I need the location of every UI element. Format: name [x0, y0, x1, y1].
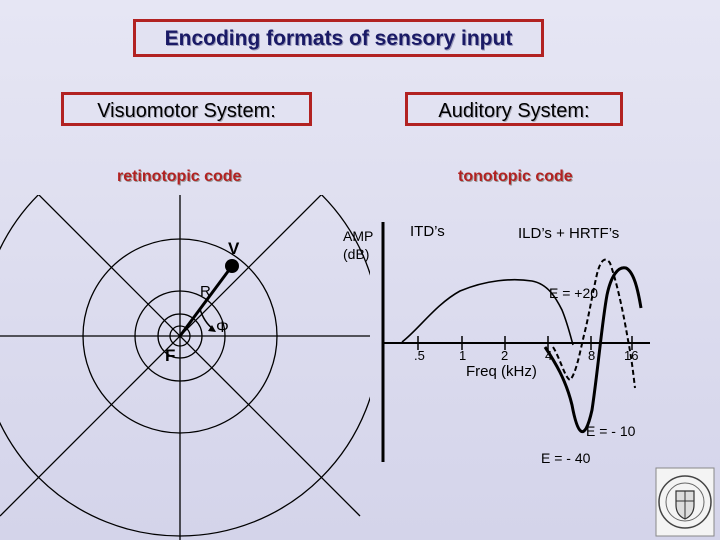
freq-tick-label-3: 4	[545, 348, 552, 363]
curve-label-minus10: E = - 10	[586, 423, 636, 439]
amp-label: AMP	[343, 228, 373, 244]
phi-arrowhead	[208, 325, 216, 332]
title-box: Encoding formats of sensory input	[133, 19, 544, 57]
university-seal-icon	[655, 467, 715, 537]
r-vector	[178, 265, 234, 337]
polar-ring-5	[0, 195, 370, 537]
tonotopic-diagram: .5 1 2 4 8 16 AMP (dB) ITD’s ILD’s + HRT…	[343, 222, 650, 466]
visuomotor-heading-box: Visuomotor System:	[61, 92, 312, 126]
auditory-heading-box: Auditory System:	[405, 92, 623, 126]
curve-plus20	[401, 278, 574, 346]
itd-label: ITD’s	[410, 223, 445, 240]
phi-angle-arc	[199, 308, 214, 330]
page-title: Encoding formats of sensory input	[164, 27, 513, 50]
label-r: R	[200, 283, 211, 300]
label-f: F	[165, 346, 175, 365]
label-v: V	[228, 239, 240, 258]
freq-tick-label-2: 2	[501, 348, 508, 363]
amp-unit-label: (dB)	[343, 246, 369, 262]
tonotopic-code-label: tonotopic code	[458, 168, 573, 185]
retinotopic-code-label: retinotopic code	[117, 168, 242, 185]
curve-minus10	[543, 266, 643, 434]
curve-minus40	[552, 258, 636, 389]
ild-label: ILD’s + HRTF’s	[518, 225, 619, 242]
retinotopic-diagram: V R Φ F	[0, 195, 370, 540]
visuomotor-heading: Visuomotor System:	[97, 100, 276, 122]
curve-label-plus20: E = +20	[549, 285, 598, 301]
auditory-heading: Auditory System:	[438, 100, 590, 122]
freq-label: Freq (kHz)	[466, 363, 537, 380]
freq-tick-label-4: 8	[588, 348, 595, 363]
label-phi: Φ	[216, 319, 229, 336]
curve-label-minus40: E = - 40	[541, 450, 591, 466]
freq-tick-label-0: .5	[414, 348, 425, 363]
target-point	[225, 259, 239, 273]
freq-tick-label-1: 1	[459, 348, 466, 363]
